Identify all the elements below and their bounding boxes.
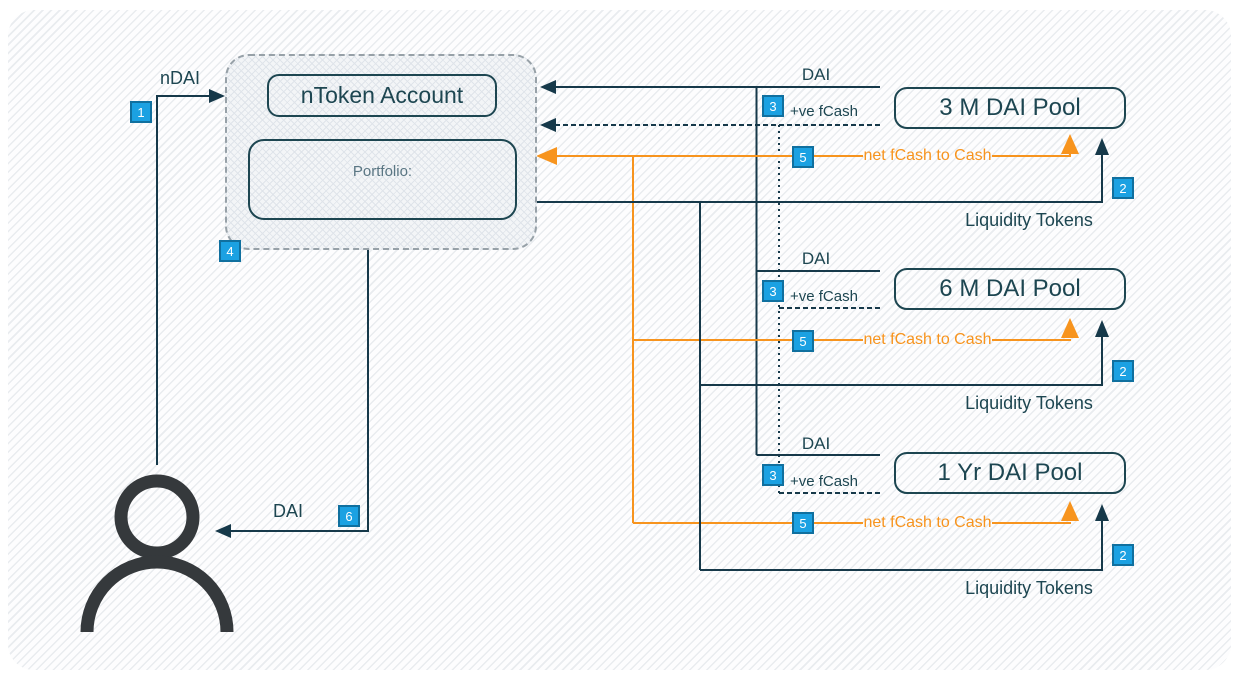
person-head bbox=[114, 474, 200, 560]
step-badge-3-1yr: 3 bbox=[762, 464, 784, 486]
step-badge-6: 6 bbox=[338, 505, 360, 527]
step-badge-1: 1 bbox=[130, 101, 152, 123]
arrowhead-netfcash-up-1yr bbox=[1061, 501, 1079, 521]
arrowhead-netfcash-up-3m bbox=[1061, 134, 1079, 154]
edge-dai-ntoken-to-user bbox=[231, 250, 369, 532]
step-badge-3-6m: 3 bbox=[762, 280, 784, 302]
arrowhead-liquidity-up-1yr bbox=[1095, 504, 1109, 521]
pool-1yr-dai-label: 1 Yr DAI Pool bbox=[937, 459, 1083, 486]
ntoken-account-group bbox=[225, 54, 537, 250]
net-fcash-label-3m: net fCash to Cash bbox=[863, 147, 992, 164]
step-badge-2-3m: 2 bbox=[1112, 177, 1134, 199]
step-badge-3-3m: 3 bbox=[762, 95, 784, 117]
person-shoulders bbox=[80, 555, 234, 633]
pos-fcash-label-3m: +ve fCash bbox=[790, 103, 858, 120]
ndai-label: nDAI bbox=[160, 68, 201, 88]
arrowhead-dai-into-ntoken bbox=[540, 80, 556, 94]
pos-fcash-label-6m: +ve fCash bbox=[790, 288, 858, 305]
edge-ndai-user-to-ntoken bbox=[156, 95, 210, 465]
arrowhead-ndai-right bbox=[209, 89, 225, 103]
pool-1yr-dai: 1 Yr DAI Pool bbox=[894, 452, 1126, 494]
dai-label-6m: DAI bbox=[801, 249, 831, 268]
arrowhead-netfcash-into-ntoken bbox=[536, 147, 557, 165]
net-fcash-label-6m: net fCash to Cash bbox=[863, 331, 992, 348]
step-badge-5-1yr: 5 bbox=[792, 512, 814, 534]
step-badge-5-6m: 5 bbox=[792, 330, 814, 352]
person-icon bbox=[80, 474, 234, 633]
arrowhead-netfcash-up-6m bbox=[1061, 318, 1079, 338]
pool-3m-dai-label: 3 M DAI Pool bbox=[939, 94, 1081, 121]
pool-6m-dai-label: 6 M DAI Pool bbox=[939, 275, 1081, 302]
arrowhead-liquidity-up-6m bbox=[1095, 320, 1109, 337]
liquidity-tokens-label-1yr: Liquidity Tokens bbox=[965, 578, 1093, 598]
liquidity-tokens-label-3m: Liquidity Tokens bbox=[965, 210, 1093, 230]
ntoken-account-box: nToken Account bbox=[267, 74, 497, 117]
portfolio-label: Portfolio: bbox=[352, 163, 413, 180]
arrowhead-dai-left-user bbox=[215, 524, 231, 538]
liquidity-tokens-label-6m: Liquidity Tokens bbox=[965, 393, 1093, 413]
step-badge-2-6m: 2 bbox=[1112, 360, 1134, 382]
arrowhead-fcash-into-ntoken bbox=[540, 118, 556, 132]
edge-netfcash-6m-right bbox=[992, 339, 1071, 341]
edge-liquidity-3m bbox=[537, 154, 1103, 203]
pos-fcash-label-1yr: +ve fCash bbox=[790, 473, 858, 490]
edge-netfcash-1yr-right bbox=[992, 522, 1071, 524]
arrowhead-liquidity-up-3m bbox=[1095, 138, 1109, 155]
edge-netfcash-3m-right bbox=[992, 153, 1071, 157]
step-badge-2-1yr: 2 bbox=[1112, 544, 1134, 566]
pool-6m-dai: 6 M DAI Pool bbox=[894, 268, 1126, 310]
ntoken-account-label: nToken Account bbox=[300, 82, 464, 108]
portfolio-box: Portfolio: bbox=[248, 139, 517, 220]
dai-label-1yr: DAI bbox=[801, 434, 831, 453]
pool-3m-dai: 3 M DAI Pool bbox=[894, 87, 1126, 129]
step-badge-4: 4 bbox=[219, 240, 241, 262]
net-fcash-label-1yr: net fCash to Cash bbox=[863, 514, 992, 531]
step-badge-5-3m: 5 bbox=[792, 146, 814, 168]
dai-label-3m: DAI bbox=[801, 65, 831, 84]
edge-liquidity-1yr bbox=[700, 520, 1103, 571]
edge-liquidity-6m bbox=[700, 336, 1103, 386]
dai-to-user-label: DAI bbox=[272, 501, 303, 521]
